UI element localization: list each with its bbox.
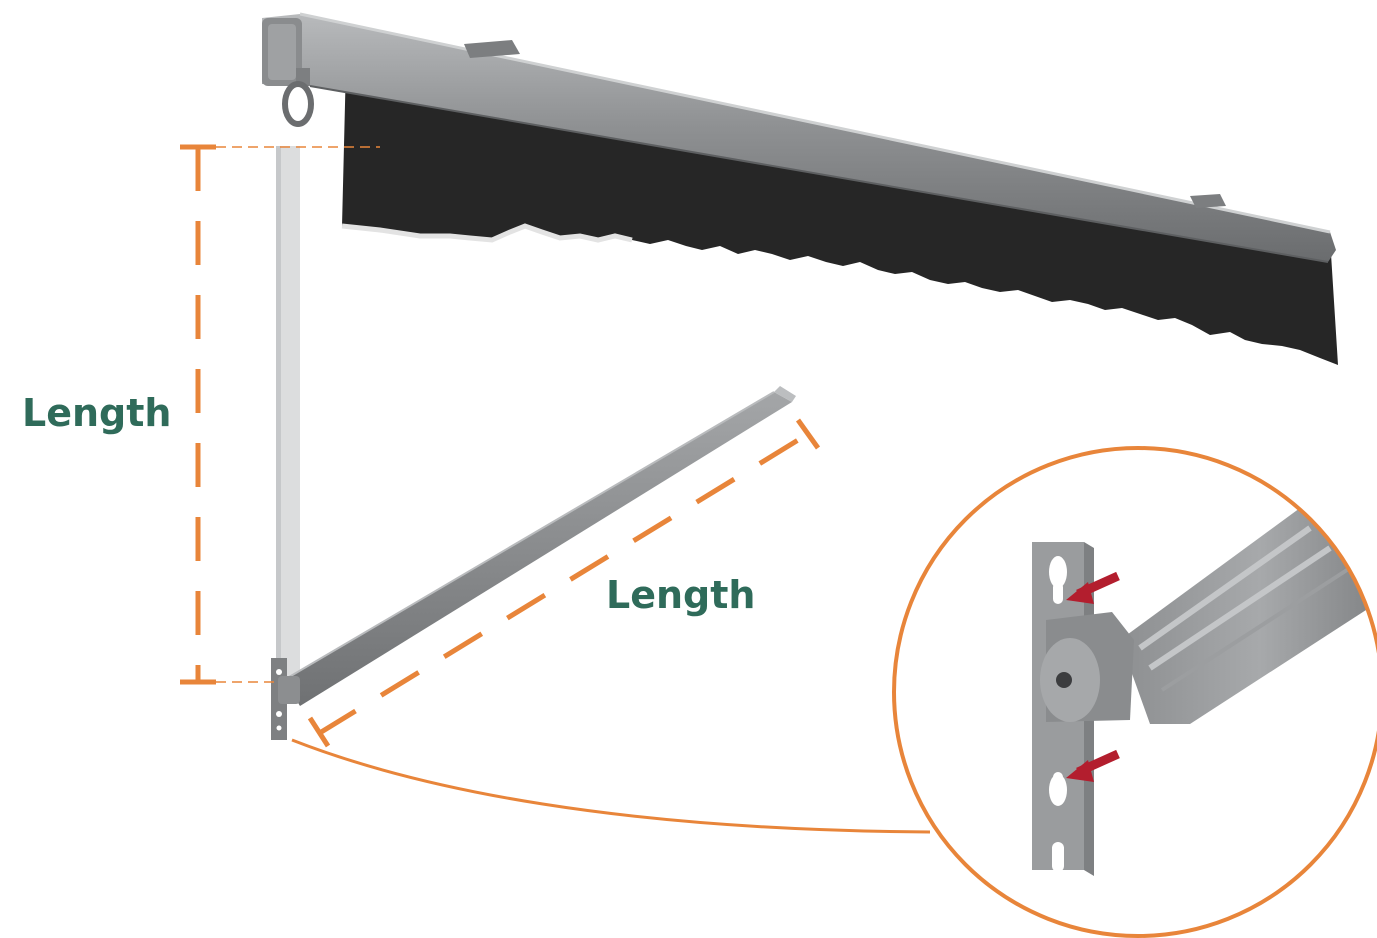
diagonal-arm: [278, 386, 796, 706]
support-pole: [276, 146, 300, 682]
vertical-length-label: Length: [22, 391, 171, 435]
diagonal-dimension: [307, 418, 821, 748]
awning-fabric: [341, 64, 1338, 365]
diagonal-length-label: Length: [606, 573, 755, 617]
red-arrow-icon: [1066, 571, 1120, 604]
zoom-callout: [892, 446, 1377, 938]
awning-cassette: [262, 12, 1336, 263]
vertical-dimension: [180, 144, 380, 685]
crank-eyelet: [282, 68, 314, 127]
red-arrow-icon: [1066, 749, 1120, 782]
callout-connector: [291, 738, 931, 834]
